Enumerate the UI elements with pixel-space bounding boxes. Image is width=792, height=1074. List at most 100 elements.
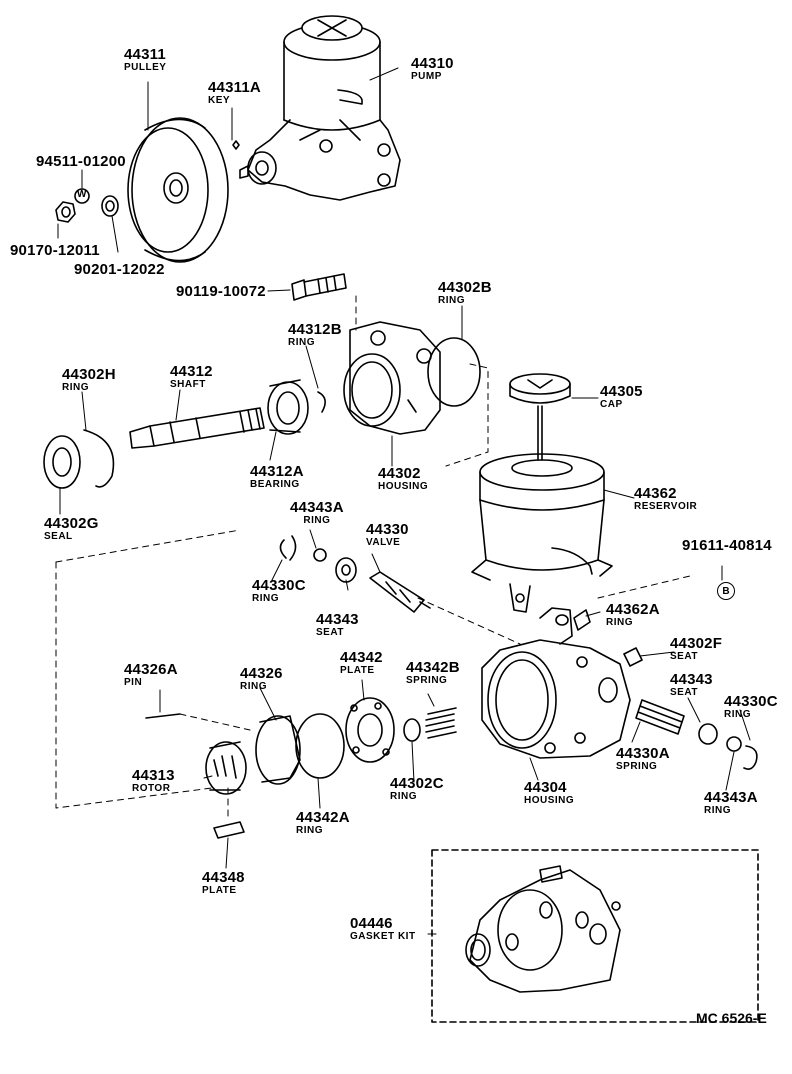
part-name: PUMP	[411, 71, 442, 82]
part-number: 44302B	[438, 279, 492, 296]
part-label-44312: 44312 SHAFT	[170, 364, 213, 390]
part-name: HOUSING	[378, 481, 429, 492]
bolt-drawing	[291, 273, 347, 301]
part-number: 44348	[202, 869, 245, 886]
part-name: KEY	[208, 95, 231, 106]
part-number: 44311	[124, 46, 166, 63]
part-number: 44342A	[296, 809, 350, 826]
part-number: 44311A	[208, 79, 261, 96]
part-number: 44305	[600, 383, 643, 400]
part-number: 44326A	[124, 661, 178, 678]
part-name: SPRING	[406, 675, 448, 686]
part-number: 44330A	[616, 745, 670, 762]
part-name: RING	[303, 515, 331, 526]
part-name: ROTOR	[132, 783, 171, 794]
part-number: 44313	[132, 767, 175, 784]
part-number: 44343	[670, 671, 713, 688]
part-label-44326a: 44326A PIN	[124, 662, 178, 688]
part-number: 44312	[170, 363, 213, 380]
part-label-44330a: 44330A SPRING	[616, 746, 670, 772]
part-number: 44302H	[62, 366, 116, 383]
part-name: RING	[390, 791, 417, 802]
part-label-44313: 44313 ROTOR	[132, 768, 175, 794]
part-name: RING	[296, 825, 323, 836]
part-label-44302f: 44302F SEAT	[670, 636, 722, 662]
dashed-assembly-lines	[55, 295, 691, 821]
part-name: RING	[704, 805, 731, 816]
relief-spring-drawing	[635, 699, 758, 770]
part-label-44311: 44311 PULLEY	[124, 47, 166, 73]
part-label-44311a: 44311A KEY	[208, 80, 261, 106]
part-label-44342a: 44342A RING	[296, 810, 350, 836]
part-label-44330c-right: 44330C RING	[724, 694, 778, 720]
part-number: 44342	[340, 649, 383, 666]
part-label-44348: 44348 PLATE	[202, 870, 245, 896]
part-label-44312b: 44312B RING	[288, 322, 342, 348]
part-name: RING	[62, 382, 89, 393]
part-number: 44302F	[670, 635, 723, 652]
washer-symbol-w: W	[77, 189, 87, 200]
part-label-44326: 44326 RING	[240, 666, 283, 692]
part-number: 44343A	[290, 499, 344, 516]
part-name: GASKET KIT	[350, 931, 416, 942]
reservoir-drawing	[471, 373, 613, 613]
part-name: RING	[252, 593, 279, 604]
part-number: 44342B	[406, 659, 460, 676]
part-label-44302c: 44302C RING	[390, 776, 444, 802]
part-label-44304: 44304 HOUSING	[524, 780, 574, 806]
part-label-44343-left: 44343 SEAT	[316, 612, 359, 638]
part-name: PLATE	[202, 885, 237, 896]
part-label-44302h: 44302H RING	[62, 367, 116, 393]
part-label-44312a: 44312A BEARING	[250, 464, 304, 490]
part-name: BEARING	[250, 479, 300, 490]
part-label-44362: 44362 RESERVOIR	[634, 486, 697, 512]
part-number: 44312A	[250, 463, 304, 480]
part-label-44302g: 44302G SEAL	[44, 516, 99, 542]
pulley-drawing	[127, 117, 240, 263]
part-name: SEAT	[670, 687, 698, 698]
part-number: 44343	[316, 611, 359, 628]
part-number: 44343A	[704, 789, 758, 806]
part-number: 44362	[634, 485, 677, 502]
pump-assembly	[239, 15, 401, 201]
part-name: PLATE	[340, 665, 375, 676]
part-label-44343-right: 44343 SEAT	[670, 672, 713, 698]
part-name: SEAT	[670, 651, 698, 662]
part-number: 44362A	[606, 601, 660, 618]
part-name: RING	[240, 681, 267, 692]
pump-rotor-group-drawing	[145, 697, 457, 839]
part-name: PULLEY	[124, 62, 167, 73]
part-number: 44302C	[390, 775, 444, 792]
part-label-90201-12022: 90201-12022	[74, 261, 165, 278]
part-label-44305: 44305 CAP	[600, 384, 643, 410]
part-label-44342b: 44342B SPRING	[406, 660, 460, 686]
shaft-drawing	[43, 379, 326, 489]
front-housing-drawing	[343, 321, 481, 435]
part-label-44330: 44330 VALVE	[366, 522, 409, 548]
leader-lines	[57, 67, 751, 935]
part-number: 44330	[366, 521, 409, 538]
part-label-04446: 04446 GASKET KIT	[350, 916, 416, 942]
part-number: 44302	[378, 465, 421, 482]
part-label-44330c-left: 44330C RING	[252, 578, 306, 604]
part-name: PIN	[124, 677, 143, 688]
part-label-44343a-top: 44343A RING	[290, 500, 344, 526]
part-label-44362a: 44362A RING	[606, 602, 660, 628]
part-number: 44330C	[724, 693, 778, 710]
part-name: HOUSING	[524, 795, 575, 806]
part-label-90170-12011: 90170-12011	[10, 242, 100, 259]
part-label-94511-01200: 94511-01200	[36, 153, 126, 170]
rear-housing-drawing	[481, 607, 643, 759]
part-name: SPRING	[616, 761, 658, 772]
part-name: RING	[438, 295, 465, 306]
part-label-44342: 44342 PLATE	[340, 650, 383, 676]
part-number: 44312B	[288, 321, 342, 338]
nut-and-washer-drawing	[55, 188, 119, 223]
part-number: 44304	[524, 779, 567, 796]
part-number: 44310	[411, 55, 454, 72]
part-label-44310: 44310 PUMP	[411, 56, 454, 82]
part-label-44302b: 44302B RING	[438, 280, 492, 306]
part-label-44302: 44302 HOUSING	[378, 466, 428, 492]
